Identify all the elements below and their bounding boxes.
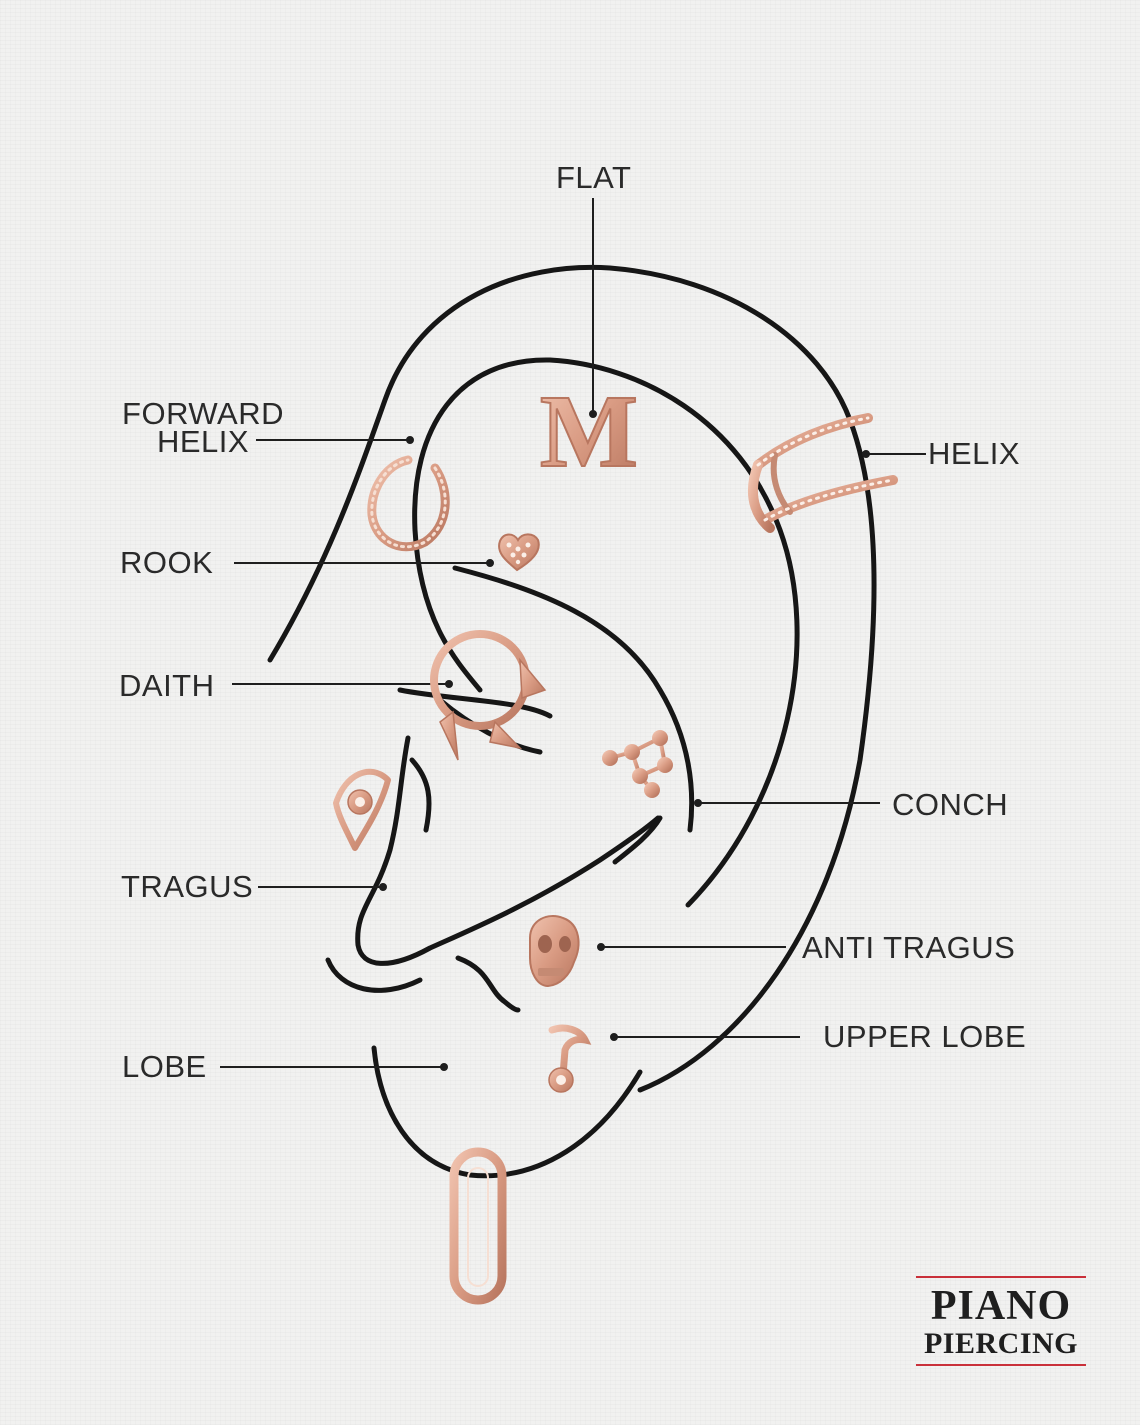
rook-heart-stud (498, 533, 540, 572)
inner-helix-curve (412, 357, 800, 908)
lobe-paperclip-drop (449, 1046, 507, 1305)
rook-leader-dot (486, 559, 494, 567)
tragus-inner-curve (409, 757, 432, 833)
upper-lobe-note-stud (548, 1024, 592, 1093)
ear-outline (267, 264, 877, 1179)
tragus-leader-dot (379, 883, 387, 891)
label-helix: HELIX (928, 436, 1021, 471)
label-forward-helix: FORWARD HELIX (122, 396, 284, 459)
tragus-eye-stud (333, 768, 391, 851)
label-forward-helix-line1: FORWARD (122, 396, 284, 431)
label-tragus: TRAGUS (121, 869, 254, 904)
helix-double-cuff (748, 413, 898, 533)
notch-right-curve (455, 955, 521, 1013)
crus-curve (397, 687, 553, 719)
antihelix-curve (452, 565, 695, 833)
daith-leader-dot (445, 680, 453, 688)
label-rook: ROOK (120, 545, 214, 580)
forward-helix-leader-dot (406, 436, 414, 444)
anti-tragus-skull-stud (529, 915, 580, 988)
label-anti-tragus: ANTI TRAGUS (802, 930, 1016, 965)
label-conch: CONCH (892, 787, 1009, 822)
label-forward-helix-line2: HELIX (156, 424, 250, 459)
tragus-curve (355, 735, 661, 966)
brand-logo: PIANO PIERCING (916, 1276, 1086, 1366)
leader-lines (220, 198, 926, 1071)
label-lobe: LOBE (122, 1049, 207, 1084)
conch-leader-dot (694, 799, 702, 807)
helix-leader-dot (862, 450, 870, 458)
outer-helix-curve (267, 264, 877, 1093)
jewelry: M (333, 373, 898, 1305)
lobe-curve (371, 1045, 643, 1179)
flat-letter-stud: M (540, 374, 638, 489)
brand-line1: PIANO (930, 1283, 1072, 1329)
anti-tragus-leader-dot (597, 943, 605, 951)
forward-helix-hoop (367, 455, 450, 552)
label-daith: DAITH (119, 668, 215, 703)
brand-line2: PIERCING (923, 1327, 1078, 1360)
crus-inner-curve (437, 697, 543, 755)
lobe-leader-dot (440, 1063, 448, 1071)
upper-lobe-leader-dot (610, 1033, 618, 1041)
concha-lower-curve (612, 815, 663, 865)
label-flat: FLAT (556, 160, 632, 195)
flat-leader-dot (589, 410, 597, 418)
conch-constellation-stud (602, 730, 673, 798)
daith-spike-hoop (430, 630, 547, 761)
label-upper-lobe: UPPER LOBE (823, 1019, 1027, 1054)
notch-left-curve (325, 957, 423, 993)
rook-heart-gems (506, 542, 531, 565)
